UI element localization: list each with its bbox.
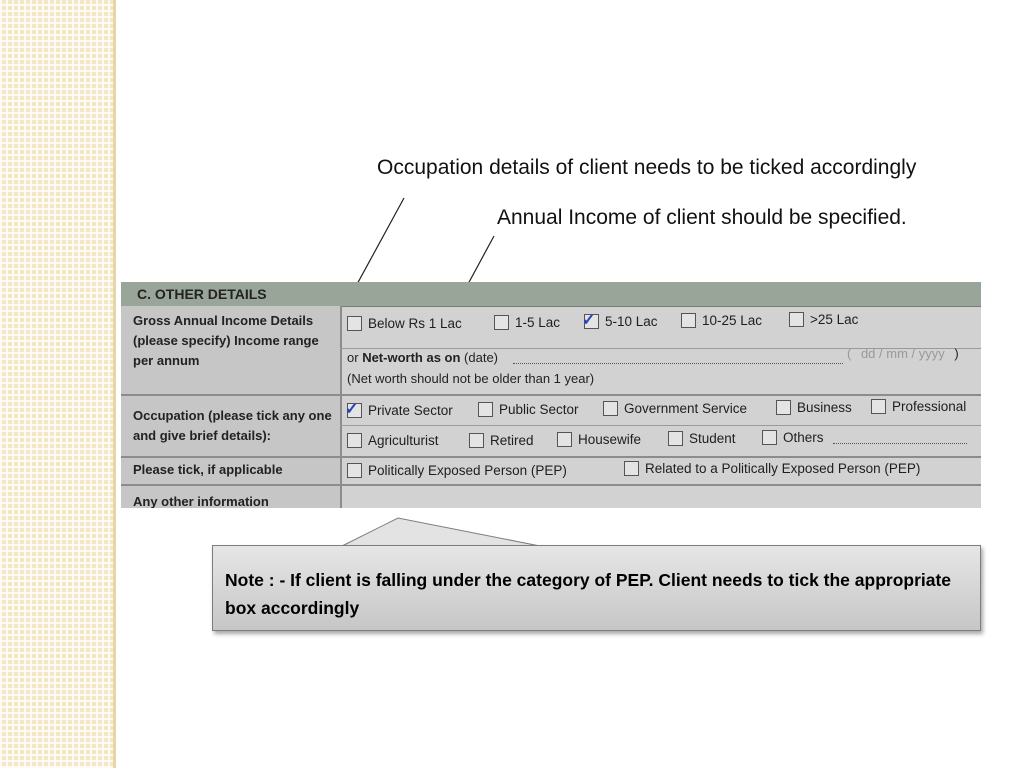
note-text: Note : - If client is falling under the …: [225, 570, 952, 618]
row-divider: [121, 456, 981, 458]
occupation-option-housewife[interactable]: Housewife: [557, 432, 641, 447]
income-option-10-25-lac[interactable]: 10-25 Lac: [681, 313, 762, 328]
networth-label: Net-worth as on: [362, 350, 461, 365]
networth-dotted-line: [513, 363, 843, 364]
checkbox-checked[interactable]: ✓: [582, 312, 599, 329]
other-info-label: Any other information: [133, 494, 269, 508]
income-option-1-5-lac[interactable]: 1-5 Lac: [494, 315, 560, 330]
checkbox[interactable]: [347, 433, 362, 448]
networth-note: (Net worth should not be older than 1 ye…: [347, 371, 595, 386]
tick-mark-icon: ✓: [582, 312, 596, 329]
networth-line: or Net-worth as on (date): [347, 350, 499, 365]
checkbox[interactable]: [871, 399, 886, 414]
row-divider: [121, 394, 981, 396]
checkbox[interactable]: [789, 312, 804, 327]
checkbox[interactable]: [557, 432, 572, 447]
occupation-option-others[interactable]: Others: [762, 430, 824, 445]
label-column: [121, 306, 342, 508]
occupation-option-public-sector[interactable]: Public Sector: [478, 402, 579, 417]
occupation-option-agriculturist[interactable]: Agriculturist: [347, 433, 439, 448]
income-option-above-25-lac[interactable]: >25 Lac: [789, 312, 858, 327]
date-field[interactable]: ( dd / mm / yyyy ): [847, 346, 959, 361]
checkbox[interactable]: [668, 431, 683, 446]
occupation-option-retired[interactable]: Retired: [469, 433, 534, 448]
checkbox[interactable]: [478, 402, 493, 417]
section-title: C. OTHER DETAILS: [137, 286, 267, 302]
checkbox[interactable]: [776, 400, 791, 415]
others-dotted-line: [833, 443, 967, 444]
checkbox[interactable]: [762, 430, 777, 445]
occupation-option-professional[interactable]: Professional: [871, 399, 966, 414]
checkbox[interactable]: [603, 401, 618, 416]
checkbox[interactable]: [494, 315, 509, 330]
income-caption: Annual Income of client should be specif…: [497, 206, 907, 229]
checkbox[interactable]: [347, 316, 362, 331]
occupation-option-student[interactable]: Student: [668, 431, 736, 446]
checkbox[interactable]: [624, 461, 639, 476]
decorative-sidebar-pattern: [0, 0, 116, 768]
pep-option-politically-exposed[interactable]: Politically Exposed Person (PEP): [347, 463, 567, 478]
scanned-form: C. OTHER DETAILS Gross Annual Income Det…: [121, 282, 981, 508]
occupation-option-government-service[interactable]: Government Service: [603, 401, 747, 416]
checkbox[interactable]: [347, 463, 362, 478]
pep-option-related-to-pep[interactable]: Related to a Politically Exposed Person …: [624, 461, 920, 476]
note-box: Note : - If client is falling under the …: [212, 545, 981, 631]
row-divider: [340, 425, 981, 426]
income-option-below-1-lac[interactable]: Below Rs 1 Lac: [347, 316, 462, 331]
row-divider: [340, 348, 981, 349]
occupation-label: Occupation (please tick any one and give…: [133, 408, 332, 443]
occupation-option-private-sector[interactable]: ✓Private Sector: [345, 401, 453, 418]
tick-mark-icon: ✓: [345, 401, 359, 418]
checkbox[interactable]: [469, 433, 484, 448]
income-label: Gross Annual Income Details (please spec…: [133, 313, 319, 368]
checkbox-checked[interactable]: ✓: [345, 401, 362, 418]
income-option-5-10-lac[interactable]: ✓5-10 Lac: [582, 312, 658, 329]
row-divider: [121, 484, 981, 486]
occupation-option-business[interactable]: Business: [776, 400, 852, 415]
networth-date: (date): [464, 350, 499, 365]
occupation-caption: Occupation details of client needs to be…: [377, 156, 917, 179]
form-header: C. OTHER DETAILS: [121, 282, 981, 307]
checkbox[interactable]: [681, 313, 696, 328]
pep-label: Please tick, if applicable: [133, 462, 283, 477]
